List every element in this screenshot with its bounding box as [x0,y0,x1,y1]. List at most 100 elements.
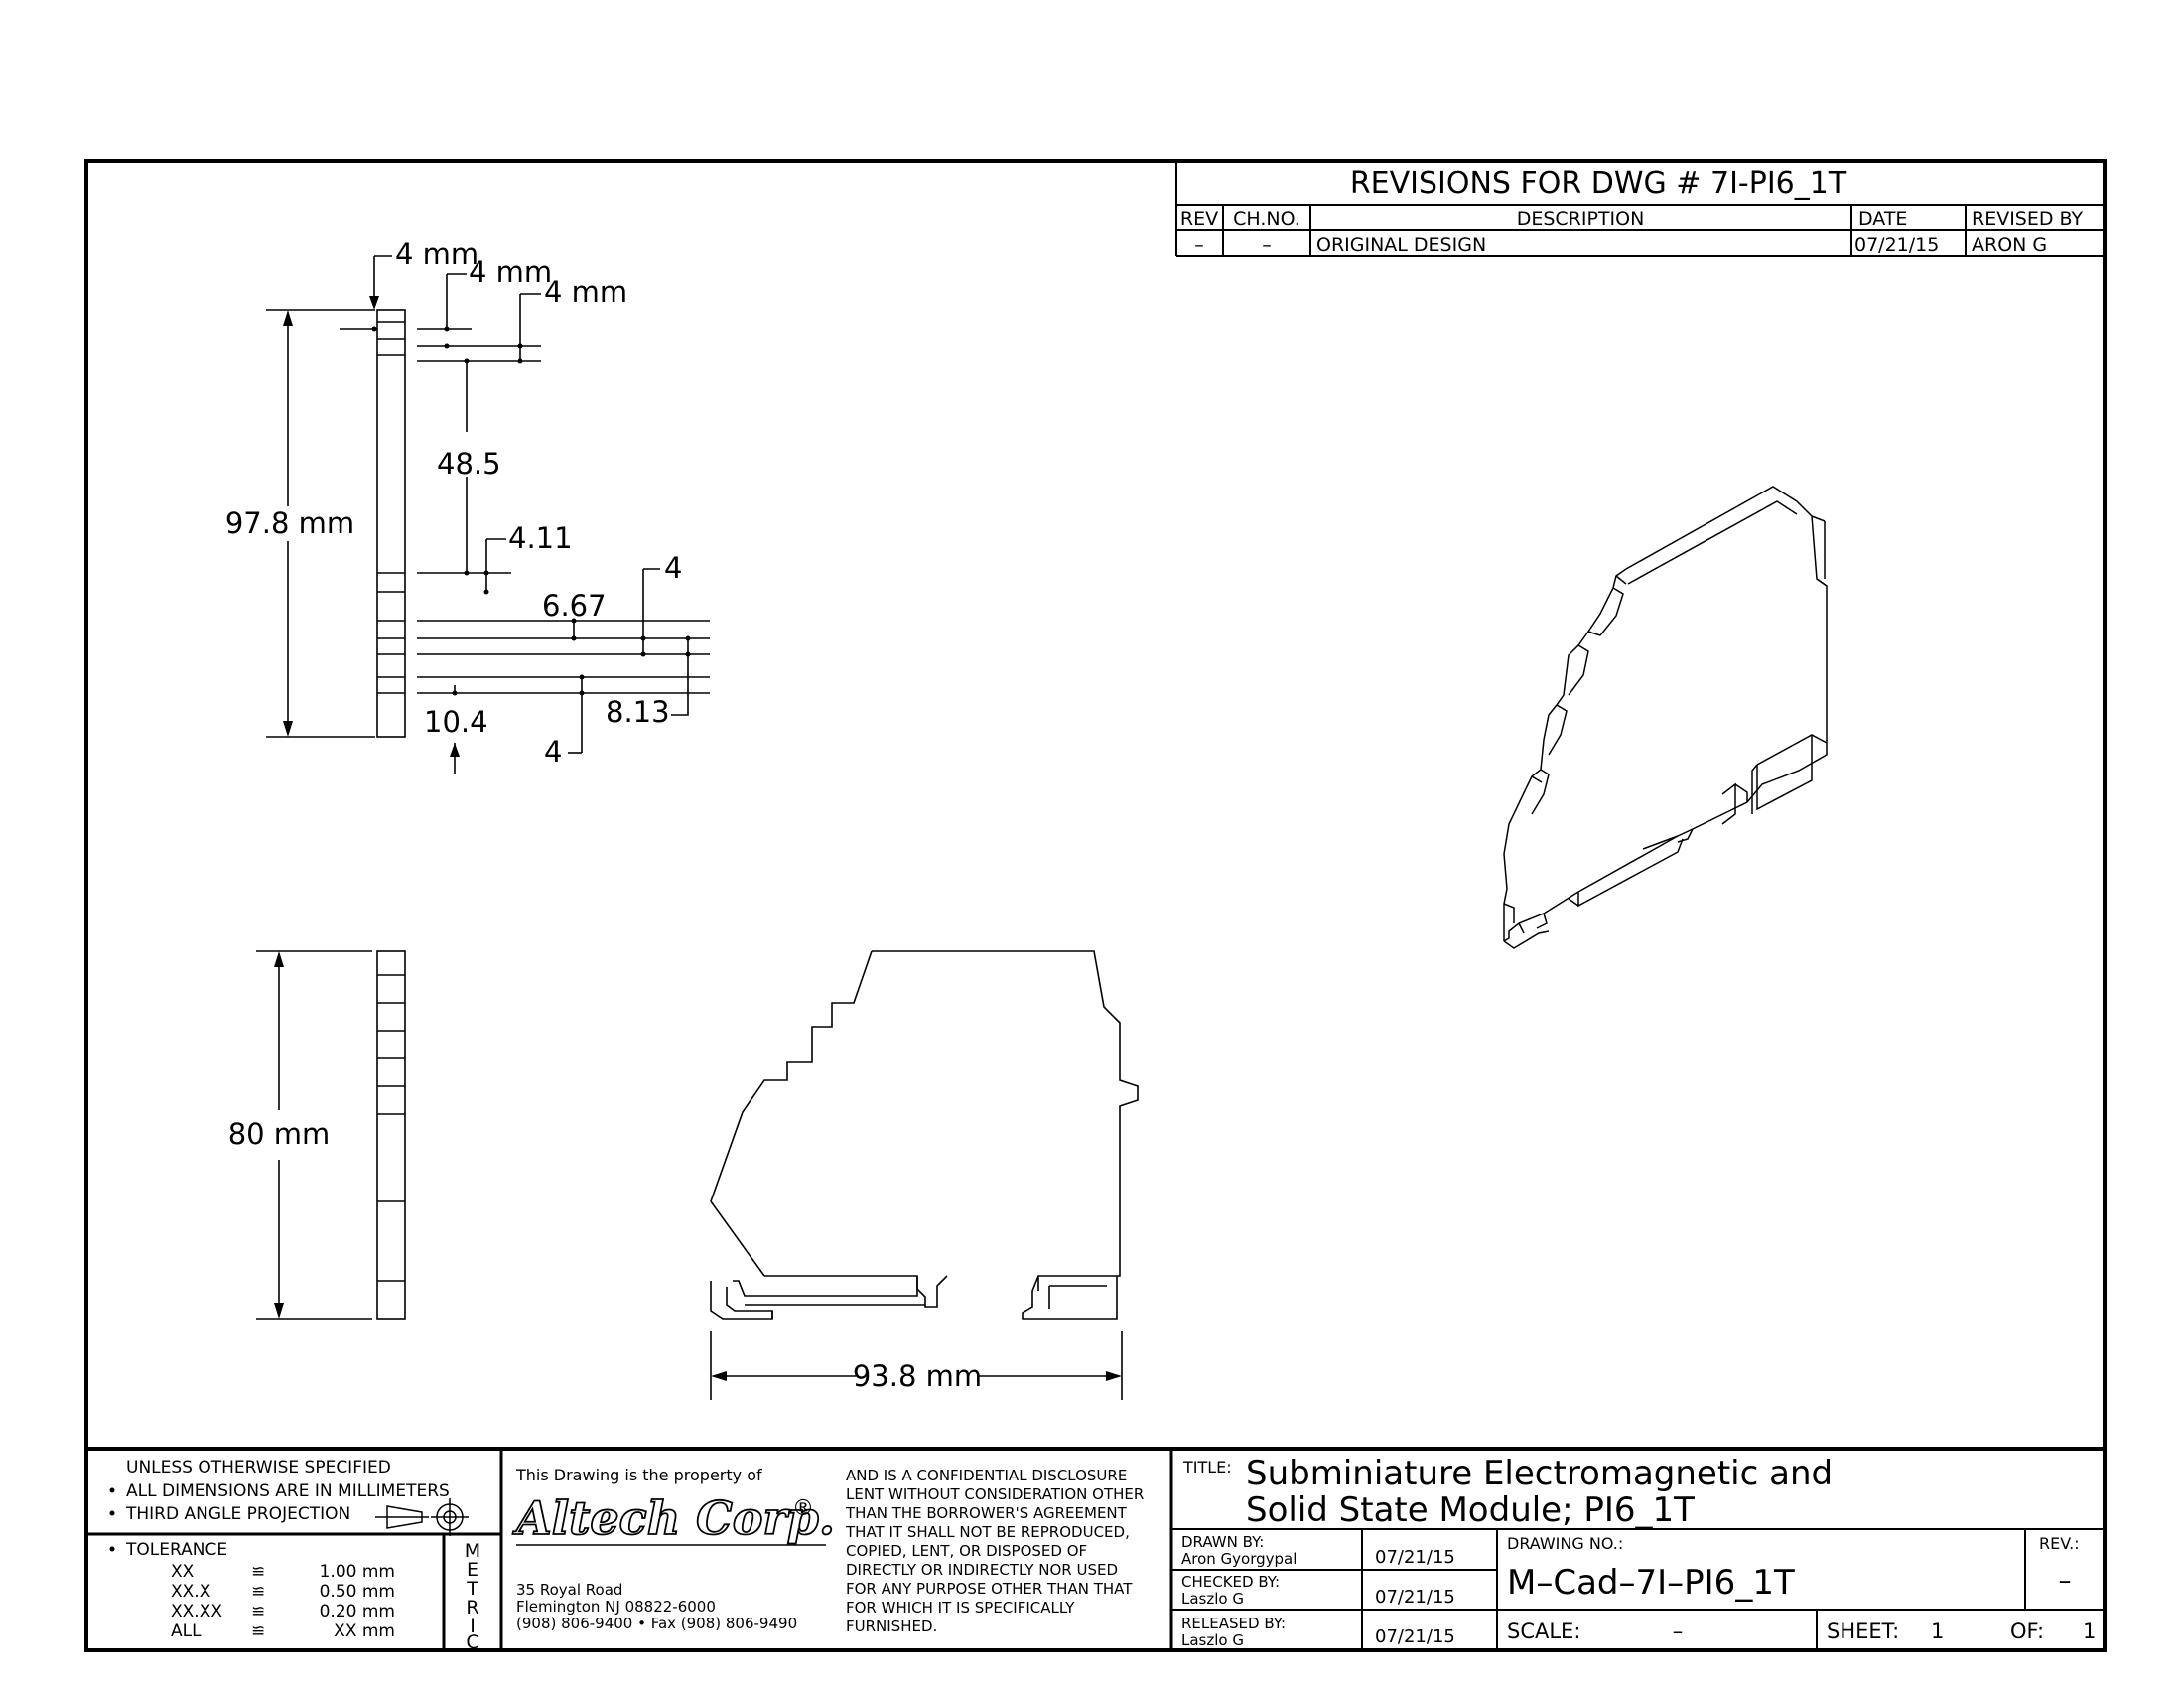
isometric-view [1503,486,1828,949]
svg-text:T: T [466,1578,478,1600]
rev-number: – [2059,1566,2072,1596]
tolerance-value: XX mm [334,1621,395,1641]
dim-label: 4 [664,551,682,585]
drawing-title-line-1: Subminiature Electromagnetic and [1246,1454,1833,1493]
revisions-title: REVISIONS FOR DWG # 7I-PI6_1T [1350,166,1847,201]
title-block-frame [86,1447,2105,1650]
property-text: This Drawing is the property of [515,1466,762,1484]
side-view-bottom [256,950,406,1320]
dim-label: 6.67 [542,589,607,623]
dim-overall-height-top: 97.8 mm [225,506,354,540]
tolerance-value: 0.20 mm [320,1602,395,1621]
svg-text:THAT IT SHALL NOT BE REPRODUCE: THAT IT SHALL NOT BE REPRODUCED, [845,1523,1130,1541]
registered-mark: ® [792,1496,814,1521]
revisions-table [1175,161,2105,257]
checked-date: 07/21/15 [1375,1587,1455,1608]
svg-text:R: R [466,1597,478,1618]
rev-header: REV [1180,209,1218,230]
tolerance-key: XX.X [171,1582,211,1602]
date-value: 07/21/15 [1854,234,1939,256]
company-address-2: Flemington NJ 08822-6000 [516,1598,716,1616]
chno-value: – [1262,234,1272,256]
sheet-value: 1 [1931,1619,1944,1643]
description-value: ORIGINAL DESIGN [1316,234,1486,256]
dim-overall-height-bottom: 80 mm [228,1117,331,1151]
date-header: DATE [1858,209,1907,230]
metric-label: M E T R I C [465,1540,480,1653]
svg-text:M: M [465,1540,480,1562]
of-label: OF: [2010,1619,2044,1643]
tolerance-key: XX [171,1562,195,1582]
tolerance-key: ALL [171,1621,202,1641]
svg-text:I: I [470,1616,476,1637]
note-dimensions-mm: ALL DIMENSIONS ARE IN MILLIMETERS [126,1481,450,1501]
svg-text:FOR ANY PURPOSE OTHER THAN THA: FOR ANY PURPOSE OTHER THAN THAT [846,1580,1133,1598]
tolerance-symbol: ≌ [251,1621,265,1641]
scale-value: – [1673,1619,1684,1643]
side-view-bottom-arrows [274,951,284,1319]
note-projection: THIRD ANGLE PROJECTION [125,1504,350,1524]
bullet-icon [109,1510,115,1516]
front-view-arrows [711,1371,1122,1381]
description-header: DESCRIPTION [1517,209,1645,230]
sheet-label: SHEET: [1827,1619,1899,1643]
released-date: 07/21/15 [1375,1626,1455,1647]
svg-text:FURNISHED.: FURNISHED. [846,1618,937,1635]
note-unless-specified: UNLESS OTHERWISE SPECIFIED [126,1458,391,1477]
confidential-disclaimer: AND IS A CONFIDENTIAL DISCLOSURE LENT WI… [845,1467,1144,1635]
company-logo: Altech Corp. [512,1491,835,1545]
third-angle-projection-icon [375,1498,469,1536]
drawn-by-name: Aron Gyorgypal [1181,1550,1297,1568]
bullet-icon [109,1546,115,1552]
scale-label: SCALE: [1507,1619,1580,1643]
svg-text:AND IS A CONFIDENTIAL DISCLOSU: AND IS A CONFIDENTIAL DISCLOSURE [846,1467,1127,1484]
tolerance-symbol: ≌ [251,1602,265,1621]
dim-label: 4 [544,735,562,769]
tolerance-value: 1.00 mm [320,1562,395,1582]
checked-by-name: Laszlo G [1181,1590,1244,1608]
drawing-no-label: DRAWING NO.: [1507,1534,1623,1553]
tolerance-symbol: ≌ [251,1562,265,1582]
svg-text:THAN THE BORROWER'S AGREEMENT: THAN THE BORROWER'S AGREEMENT [845,1504,1128,1522]
rev-label: REV.: [2039,1534,2080,1553]
svg-text:DIRECTLY OR INDIRECTLY NOR USE: DIRECTLY OR INDIRECTLY NOR USED [846,1561,1118,1579]
dim-label: 4 mm [395,237,478,271]
released-by-name: Laszlo G [1181,1631,1244,1649]
bullet-icon [109,1487,115,1493]
company-address-1: 35 Royal Road [516,1581,622,1599]
dim-overall-width: 93.8 mm [853,1359,982,1393]
drawn-date: 07/21/15 [1375,1547,1455,1568]
side-view-top [266,255,710,774]
tolerance-key: XX.XX [171,1602,222,1621]
dim-label: 48.5 [437,447,501,481]
dim-label: 8.13 [606,695,670,729]
sheet-border [84,159,2107,1652]
company-phone: (908) 806-9400 • Fax (908) 806-9490 [516,1615,797,1632]
dim-label: 10.4 [424,705,488,739]
drawn-by-label: DRAWN BY: [1181,1533,1264,1551]
checked-by-label: CHECKED BY: [1181,1573,1280,1591]
front-view [710,950,1139,1400]
drawing-title-line-2: Solid State Module; PI6_1T [1246,1490,1695,1530]
revised-by-value: ARON G [1972,234,2047,256]
of-value: 1 [2083,1619,2096,1643]
svg-text:COPIED, LENT, OR DISPOSED OF: COPIED, LENT, OR DISPOSED OF [846,1542,1087,1560]
drawing-number: M–Cad–7I–PI6_1T [1507,1563,1795,1603]
tolerance-label: TOLERANCE [125,1540,227,1560]
svg-text:LENT WITHOUT CONSIDERATION OTH: LENT WITHOUT CONSIDERATION OTHER [846,1485,1144,1503]
svg-text:C: C [466,1631,478,1653]
dim-label: 4 mm [544,275,627,309]
chno-header: CH.NO. [1233,209,1300,230]
released-by-label: RELEASED BY: [1181,1615,1286,1632]
svg-text:FOR WHICH IT IS SPECIFICALLY: FOR WHICH IT IS SPECIFICALLY [846,1599,1075,1617]
revised-by-header: REVISED BY [1972,209,2084,230]
svg-text:E: E [467,1559,478,1581]
rev-value: – [1194,234,1204,256]
title-label: TITLE: [1182,1458,1232,1477]
side-view-top-arrows [283,296,691,757]
tolerance-symbol: ≌ [251,1582,265,1602]
tolerance-value: 0.50 mm [320,1582,395,1602]
dim-label: 4.11 [508,521,573,555]
dim-label: 4 mm [469,255,552,289]
